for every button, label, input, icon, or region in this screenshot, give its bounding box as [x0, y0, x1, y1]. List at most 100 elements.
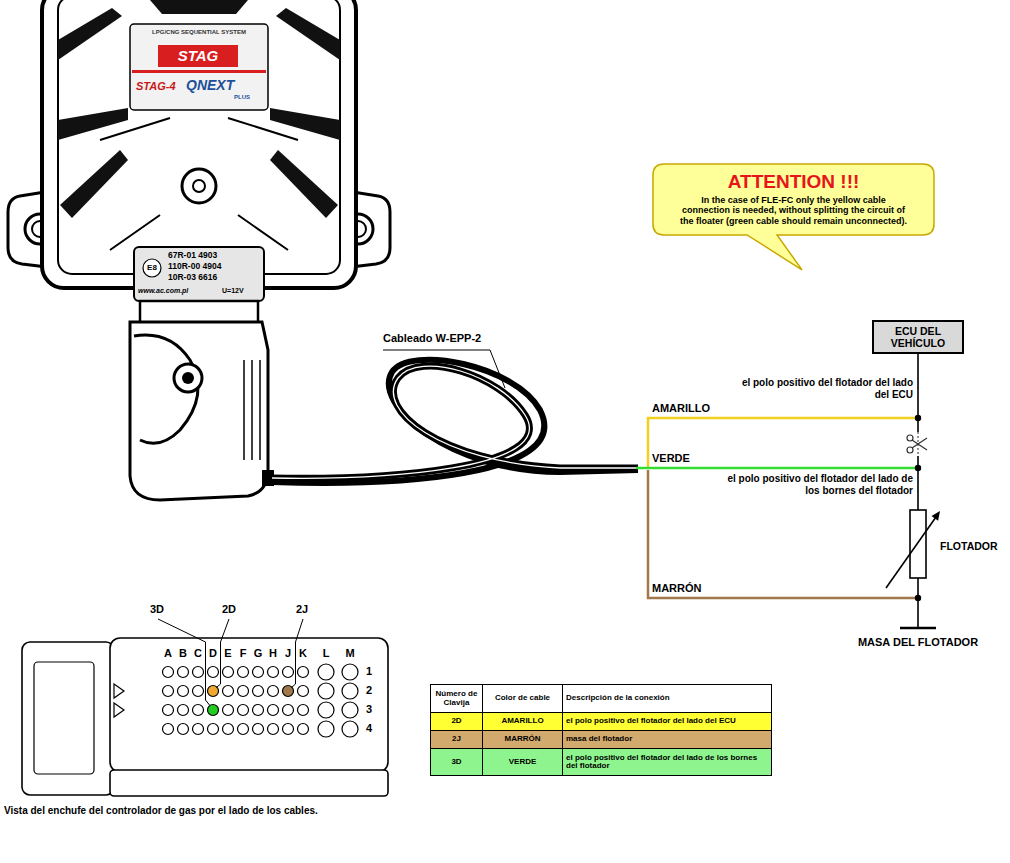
pin-holes	[193, 686, 204, 697]
pin-holes	[283, 705, 294, 716]
signal-wires	[648, 418, 918, 468]
wire-color: AMARILLO	[652, 402, 710, 415]
table-cell: 2J	[430, 730, 483, 749]
approval-number: 67R-01 4903	[168, 251, 217, 261]
pin-holes	[178, 705, 189, 716]
gas-controller	[8, 0, 390, 500]
wiring-harness	[272, 366, 638, 478]
float-circuit	[912, 438, 927, 450]
model-name: QNEXT	[186, 77, 234, 93]
connector-plug	[114, 703, 124, 717]
table-cell: 2D	[430, 712, 483, 731]
float-circuit	[915, 415, 921, 421]
pin-holes	[238, 705, 249, 716]
pin-holes	[163, 705, 174, 716]
pin-holes	[253, 724, 264, 735]
column-letter: B	[177, 647, 189, 660]
ecu-box: ECU DEL VEHÍCULO	[872, 320, 964, 354]
pin-holes	[268, 667, 279, 678]
connector-plug	[110, 770, 388, 796]
table-cell: 3D	[430, 748, 483, 776]
pin-holes	[193, 705, 204, 716]
wire-note: el polo positivo del flotador del lado d…	[713, 473, 913, 497]
row-number: 1	[366, 665, 372, 678]
pin-holes	[238, 667, 249, 678]
wire-color: MARRÓN	[652, 582, 702, 595]
gas-controller	[130, 322, 268, 500]
pin-holes	[342, 721, 358, 737]
table-cell: el polo positivo del flotador del lado d…	[562, 712, 772, 731]
connector-plug	[22, 642, 114, 795]
pin-holes	[253, 686, 264, 697]
row-number: 2	[366, 684, 372, 697]
gas-controller	[276, 8, 340, 60]
gas-controller	[182, 372, 194, 384]
row-number: 3	[366, 703, 372, 716]
model-suffix: PLUS	[234, 94, 250, 101]
connector-plug	[34, 662, 94, 774]
leader-line	[383, 350, 505, 388]
float-circuit	[917, 340, 919, 628]
pin-holes	[178, 686, 189, 697]
signal-wires	[648, 470, 918, 598]
column-letter: F	[237, 647, 249, 660]
callout-outline	[653, 164, 934, 270]
table-cell: el polo positivo del flotador del lado d…	[562, 748, 772, 776]
pin-holes	[342, 702, 358, 718]
gas-controller	[100, 118, 298, 250]
approval-number: 110R-00 4904	[168, 262, 221, 272]
float-circuit	[900, 627, 936, 630]
pin-holes	[253, 667, 264, 678]
column-letter: A	[162, 647, 174, 660]
pin-holes	[283, 724, 294, 735]
signal-wires	[636, 467, 918, 470]
pin-holes	[163, 667, 174, 678]
gas-controller	[42, 0, 356, 288]
float-circuit	[915, 465, 921, 471]
pin-holes	[283, 667, 294, 678]
gas-controller	[143, 259, 161, 277]
pin-holes	[318, 683, 334, 699]
box-label: ECU DEL VEHÍCULO	[876, 325, 960, 349]
table-cell: MARRÓN	[482, 730, 563, 749]
pin-holes	[178, 724, 189, 735]
callout-note: In the case of FLE-FC only the yellow ca…	[662, 193, 925, 226]
caption: Vista del enchufe del controlador de gas…	[4, 805, 318, 816]
signal-wires	[636, 418, 918, 598]
system-name: LPG/CNG SEQUENTIAL SYSTEM	[140, 29, 258, 36]
table-cell: Descripción de la conexión	[562, 684, 772, 713]
leader-line	[158, 619, 303, 705]
harness-name: Cableado W-EPP-2	[383, 332, 481, 345]
pin-holes	[268, 686, 279, 697]
wire-note: el polo positivo del flotador del lado d…	[738, 377, 913, 401]
callout-bubble: ATTENTION !!!In the case of FLE-FC only …	[652, 163, 935, 236]
pin-holes	[268, 705, 279, 716]
connector-plug	[114, 684, 124, 698]
table-cell: Color de cable	[482, 684, 563, 713]
gas-controller	[132, 70, 266, 73]
pin-holes	[208, 667, 219, 678]
pin-holes	[318, 702, 334, 718]
pin-holes	[223, 705, 234, 716]
pin-callout: 2J	[296, 603, 308, 616]
pin-holes	[223, 686, 234, 697]
pin-holes	[238, 686, 249, 697]
table-cell: VERDE	[482, 748, 563, 776]
gas-controller	[244, 360, 260, 460]
gas-controller	[58, 8, 122, 60]
row-number: 4	[366, 722, 372, 735]
column-letter: G	[252, 647, 264, 660]
leader-line	[158, 619, 210, 705]
pin-holes	[318, 664, 334, 680]
voltage-rating: U=12V	[222, 287, 244, 295]
column-letter: H	[267, 647, 279, 660]
column-letter: D	[207, 647, 219, 660]
pin-holes	[342, 683, 358, 699]
column-letter: K	[297, 647, 309, 660]
table-cell: Número de Clavija	[430, 684, 483, 713]
gas-controller	[58, 0, 340, 274]
gas-controller	[60, 150, 128, 218]
pin-holes	[238, 724, 249, 735]
column-letter: M	[344, 647, 356, 660]
gas-controller	[134, 247, 264, 301]
